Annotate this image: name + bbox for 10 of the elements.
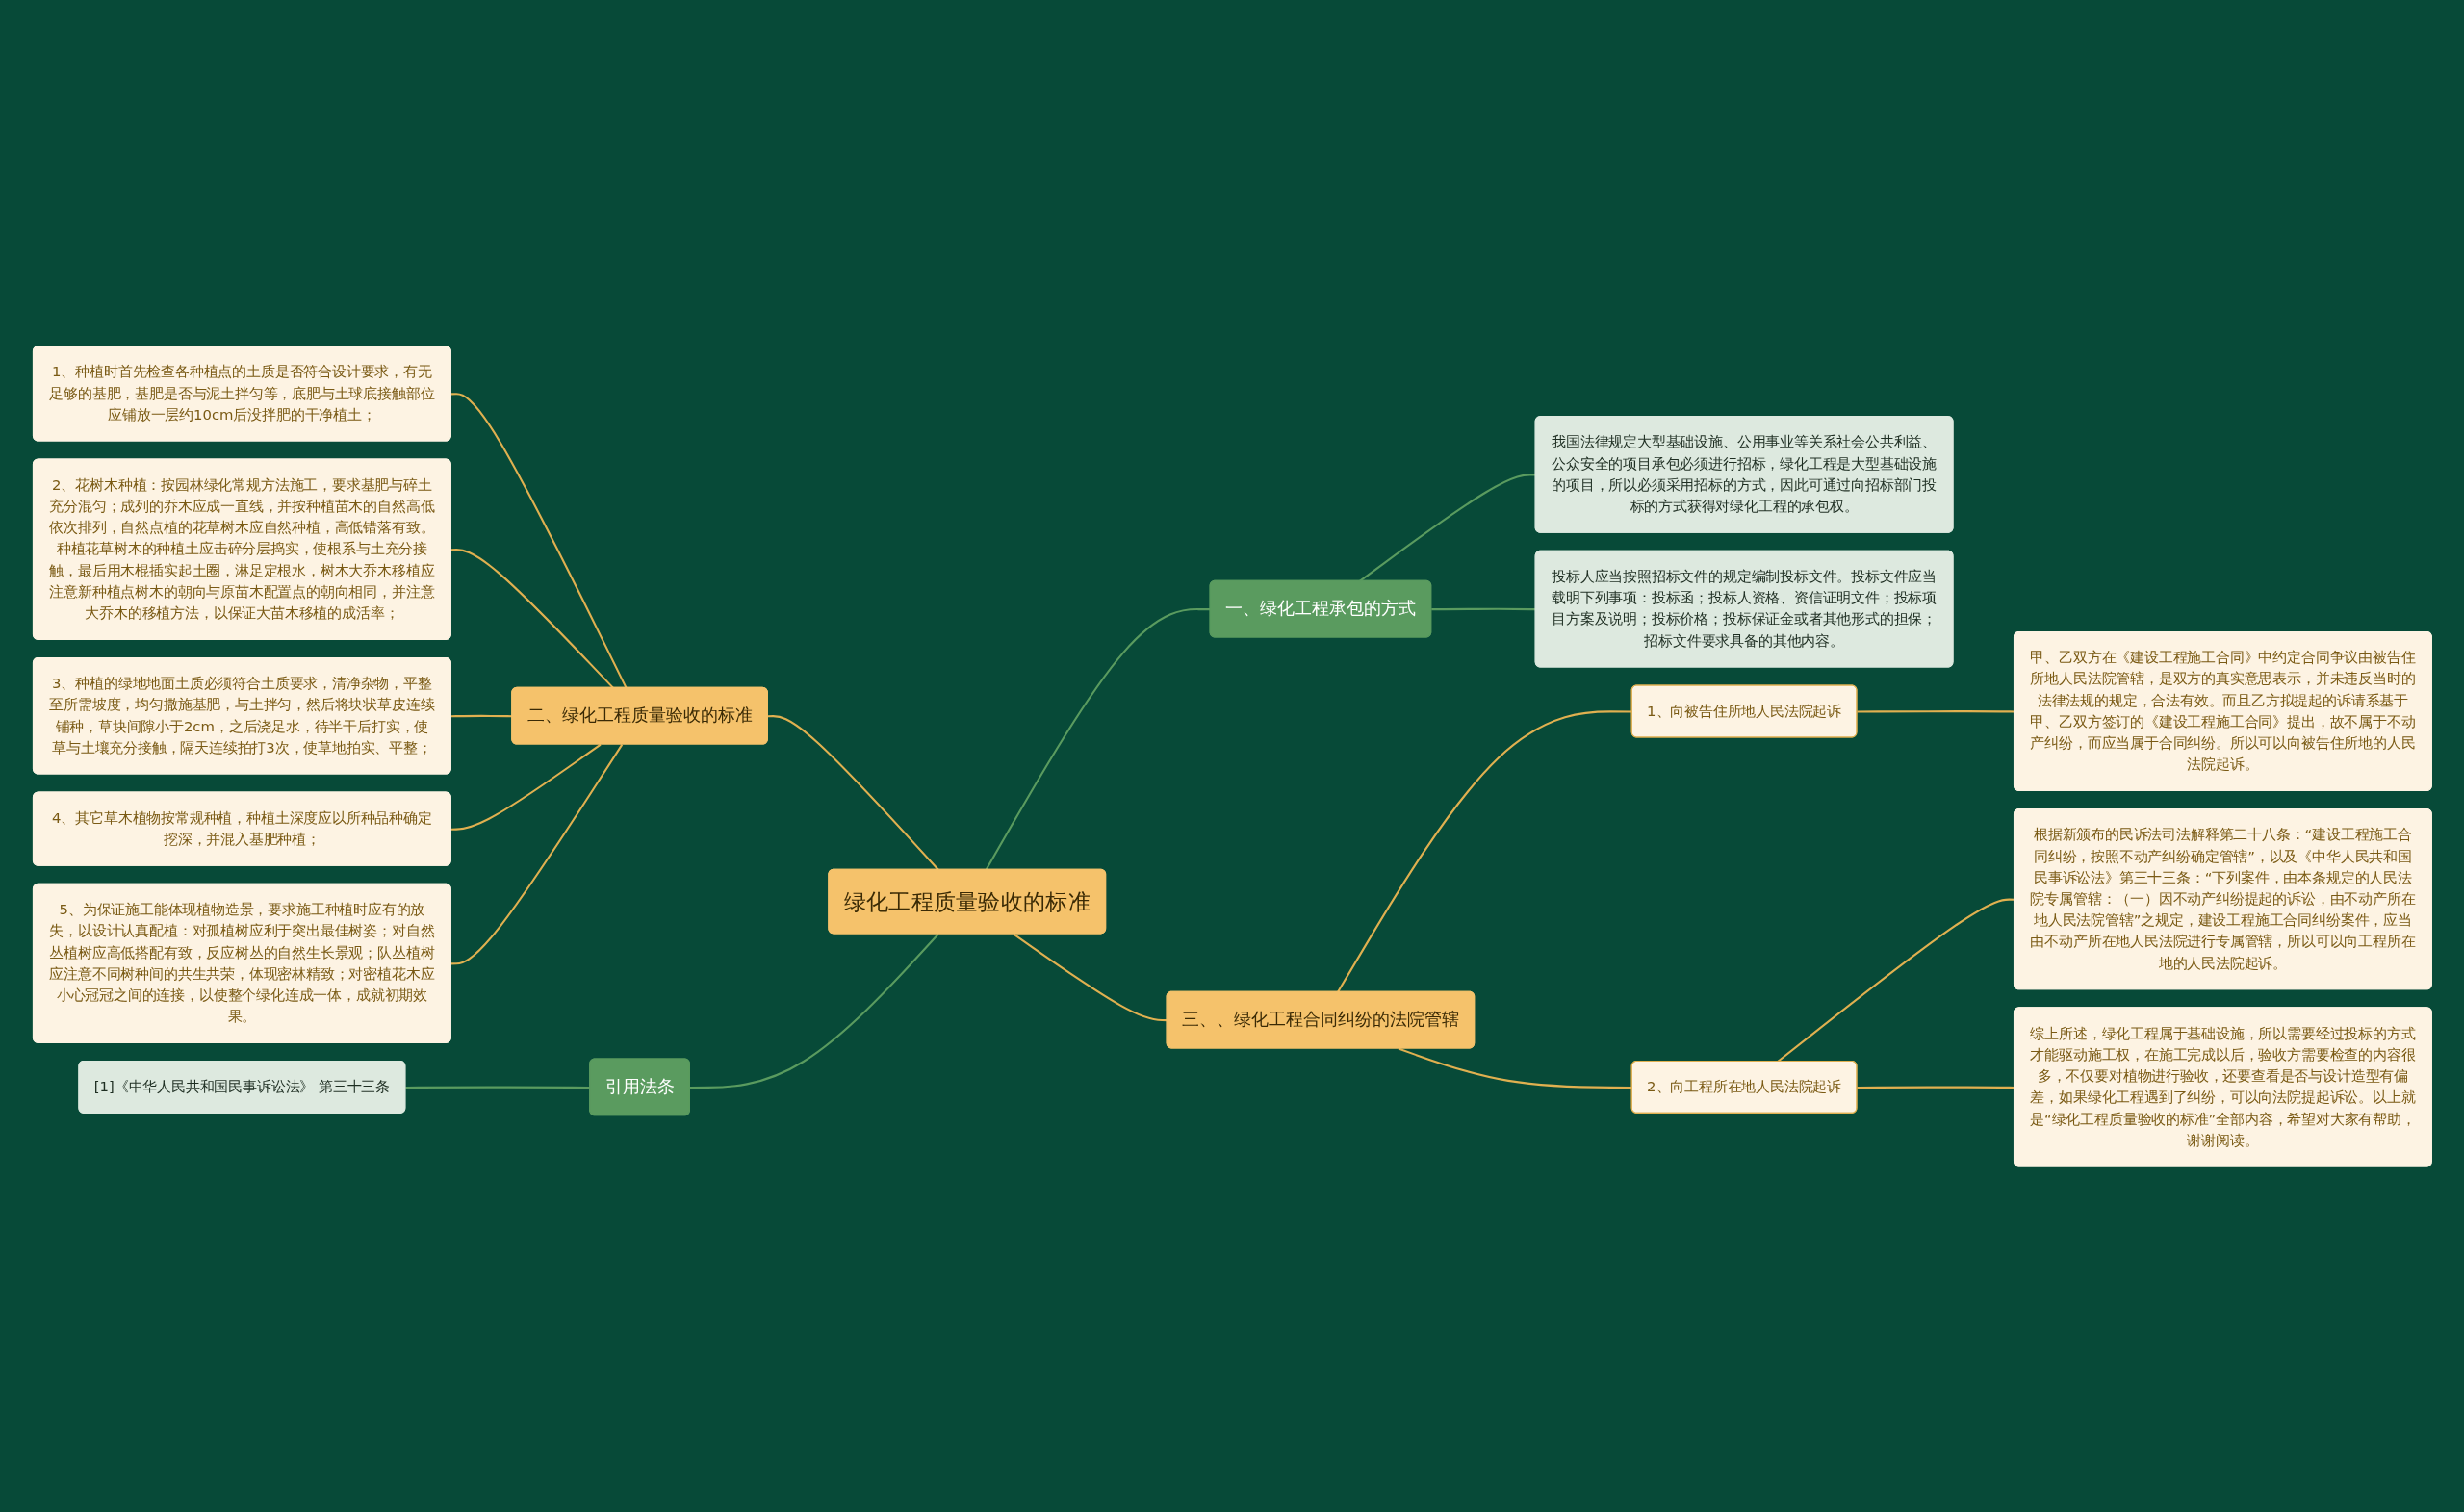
- connector: [689, 933, 939, 1089]
- connector: [450, 548, 614, 689]
- connector: [1857, 1086, 2015, 1089]
- connector: [450, 743, 602, 831]
- connector: [1857, 709, 2015, 713]
- connector: [450, 714, 512, 717]
- connector: [404, 1086, 590, 1089]
- connector: [450, 392, 628, 689]
- connector: [450, 743, 623, 965]
- connector: [1776, 898, 2015, 1063]
